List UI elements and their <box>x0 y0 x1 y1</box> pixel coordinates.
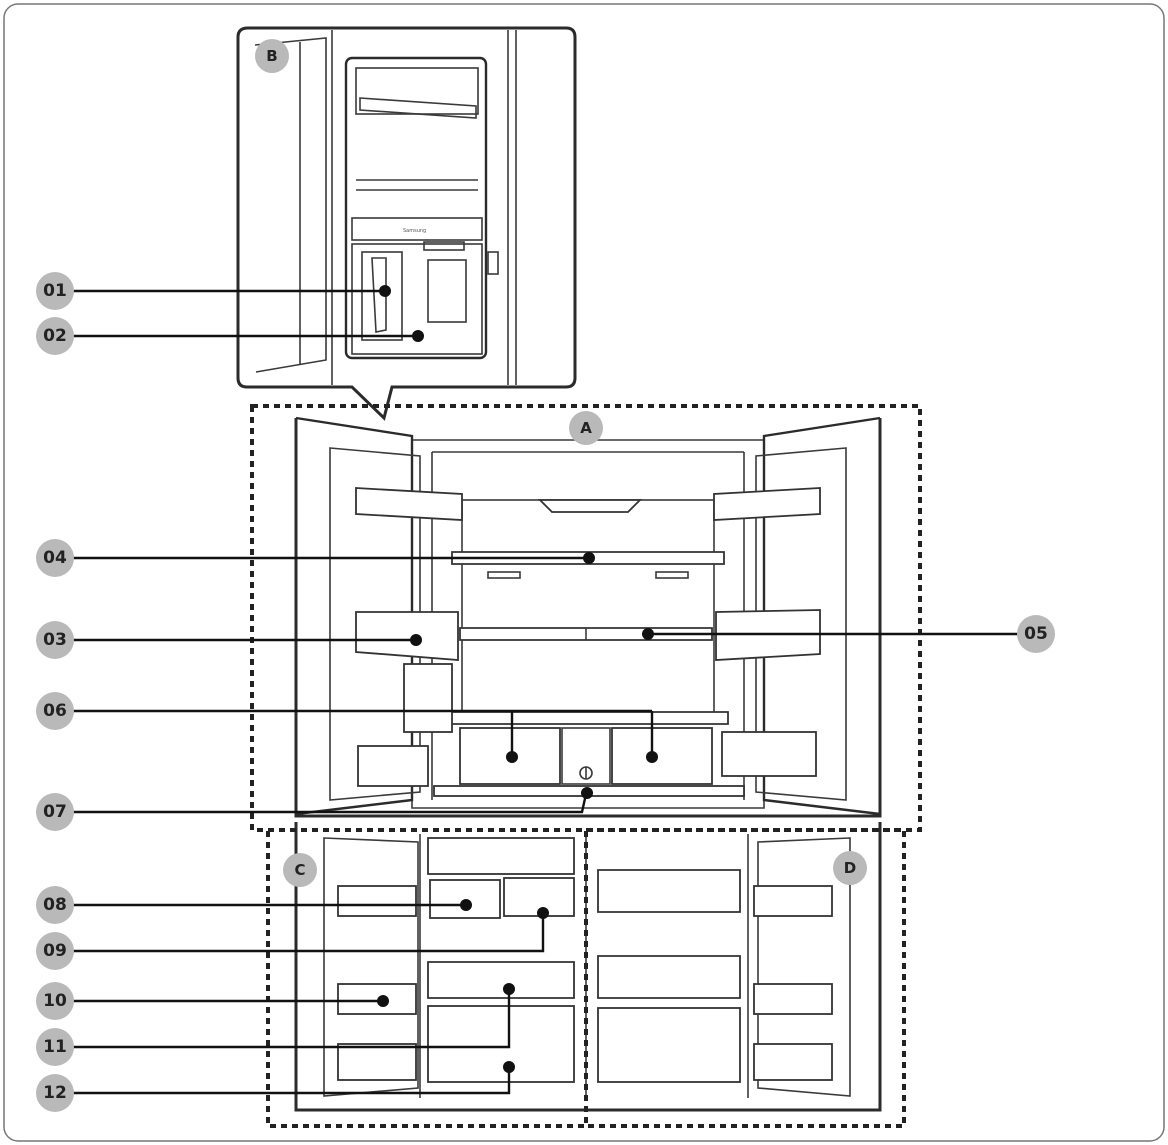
target-dot-08 <box>460 899 472 911</box>
target-dot-05 <box>642 628 654 640</box>
leader-11 <box>72 989 511 1049</box>
zone-badge-c: C <box>283 853 317 887</box>
target-dot-09 <box>537 907 549 919</box>
callout-badge-04: 04 <box>36 539 74 577</box>
leader-12 <box>72 1067 511 1095</box>
fridge-compartment-a <box>250 404 922 832</box>
callout-label-11: 11 <box>43 1037 67 1057</box>
lower-compartments <box>266 822 906 1128</box>
leader-06 <box>72 709 654 756</box>
leader-lines <box>72 285 1034 1095</box>
target-dot-11 <box>503 983 515 995</box>
zone-badge-b: B <box>255 39 289 73</box>
callout-label-08: 08 <box>43 895 67 915</box>
leader-07 <box>72 793 588 814</box>
callout-label-01: 01 <box>43 281 67 301</box>
target-dot-04 <box>583 552 595 564</box>
zone-label-b: B <box>266 47 277 65</box>
svg-text:Samsung: Samsung <box>403 228 426 234</box>
callout-badge-08: 08 <box>36 886 74 924</box>
target-dot-07 <box>581 787 593 799</box>
callout-badges: 01 02 04 03 05 06 07 08 <box>36 272 1055 1112</box>
zone-label-a: A <box>580 419 592 437</box>
callout-label-02: 02 <box>43 326 67 346</box>
callout-badge-07: 07 <box>36 793 74 831</box>
callout-label-03: 03 <box>43 630 67 650</box>
target-dot-12 <box>503 1061 515 1073</box>
zone-label-c: C <box>294 861 305 879</box>
callout-badge-03: 03 <box>36 621 74 659</box>
callout-label-12: 12 <box>43 1083 67 1103</box>
callout-label-09: 09 <box>43 941 67 961</box>
zone-badge-d: D <box>833 851 867 885</box>
callout-label-07: 07 <box>43 802 67 822</box>
callout-badge-02: 02 <box>36 317 74 355</box>
callout-badge-05: 05 <box>1017 615 1055 653</box>
page-border <box>3 3 1165 1142</box>
callout-badge-06: 06 <box>36 692 74 730</box>
leader-09 <box>72 913 545 953</box>
callout-label-10: 10 <box>43 991 67 1011</box>
zone-badges: B A C D <box>255 39 867 887</box>
target-dot-01 <box>379 285 391 297</box>
callout-badge-09: 09 <box>36 932 74 970</box>
callout-label-04: 04 <box>43 548 67 568</box>
callout-badge-12: 12 <box>36 1074 74 1112</box>
zone-badge-a: A <box>569 411 603 445</box>
target-dot-06a <box>506 751 518 763</box>
target-dot-02 <box>412 330 424 342</box>
zone-label-d: D <box>844 859 856 877</box>
target-dot-10 <box>377 995 389 1007</box>
target-dot-03 <box>410 634 422 646</box>
target-dot-06b <box>646 751 658 763</box>
callout-label-05: 05 <box>1024 624 1048 644</box>
callout-badge-10: 10 <box>36 982 74 1020</box>
callout-label-06: 06 <box>43 701 67 721</box>
callout-badge-11: 11 <box>36 1028 74 1066</box>
callout-badge-01: 01 <box>36 272 74 310</box>
inset-detail-b: Samsung <box>236 26 577 421</box>
